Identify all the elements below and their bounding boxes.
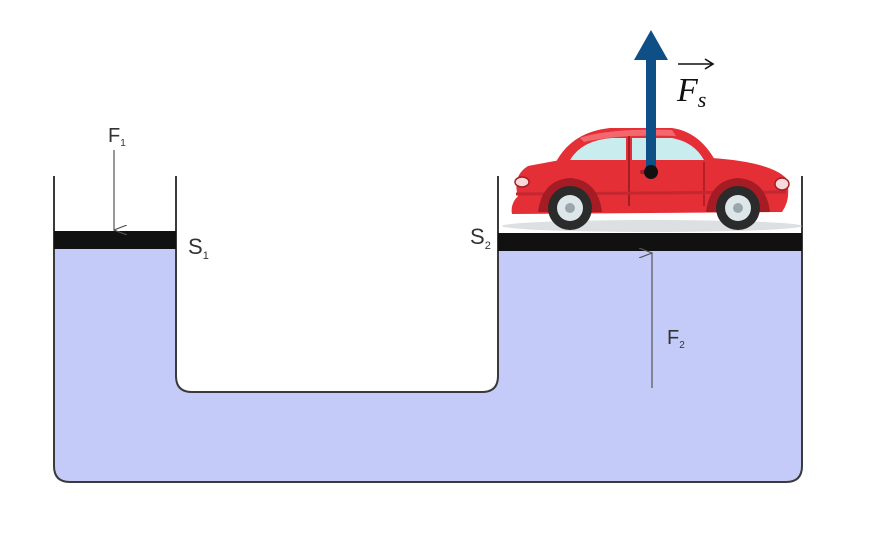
small-piston [54, 231, 176, 249]
large-piston [498, 233, 802, 251]
s2-label: S2 [470, 224, 491, 252]
s1-label: S1 [188, 234, 209, 262]
f1-label: F1 [108, 125, 126, 149]
vessel-outline [53, 176, 803, 483]
svg-text:Fs: Fs [676, 72, 706, 112]
fs-arrow [634, 30, 668, 179]
fs-label: Fs [676, 58, 715, 112]
liquid [54, 249, 802, 482]
vessel-inner-wall [175, 176, 499, 393]
f2-label: F2 [667, 327, 685, 351]
